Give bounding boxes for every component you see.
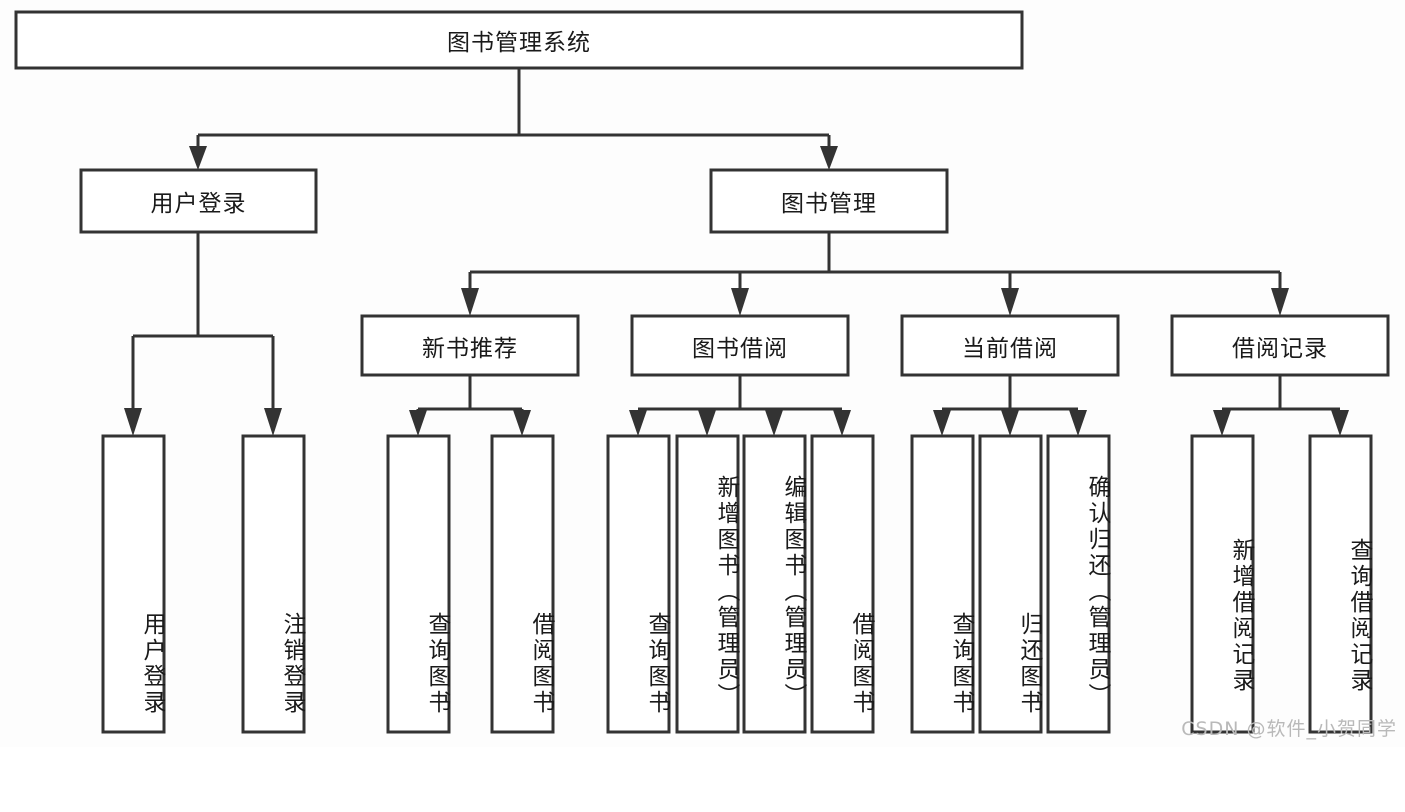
node-box-root[interactable]: [14, 10, 1024, 70]
node-box-leaf-user-login[interactable]: [101, 434, 166, 734]
node-box-leaf-return-book[interactable]: [978, 434, 1043, 734]
node-layer: [14, 10, 1390, 734]
node-box-current-borrow[interactable]: [900, 314, 1120, 377]
diagram-canvas: 图书管理系统 用户登录 图书管理 新书推荐 图书借阅 当前借阅 借阅记录 用户登…: [14, 10, 1397, 740]
node-box-book-borrow[interactable]: [630, 314, 850, 377]
arrow-head-borrow-record: [1271, 288, 1289, 316]
node-box-new-book-recommend[interactable]: [360, 314, 580, 377]
node-box-leaf-borrow-book-1[interactable]: [490, 434, 555, 734]
node-box-leaf-add-book[interactable]: [675, 434, 740, 734]
arrow-head-leaf-user-login: [124, 408, 142, 436]
node-box-leaf-query-book-3[interactable]: [910, 434, 975, 734]
node-box-leaf-borrow-book-2[interactable]: [810, 434, 875, 734]
node-box-leaf-edit-book[interactable]: [742, 434, 807, 734]
arrow-head-leaf-edit-book: [765, 410, 783, 436]
arrow-head-leaf-query-book-3: [933, 410, 951, 436]
arrow-head-user-login: [189, 146, 207, 170]
node-box-borrow-record[interactable]: [1170, 314, 1390, 377]
connector-layer: [124, 68, 1349, 436]
node-box-leaf-query-record[interactable]: [1308, 434, 1373, 734]
arrow-head-new-book-recommend: [461, 288, 479, 316]
arrow-head-leaf-add-record: [1213, 410, 1231, 436]
arrow-head-current-borrow: [1001, 288, 1019, 316]
arrow-head-leaf-query-book-1: [409, 410, 427, 436]
arrow-head-book-manage: [820, 146, 838, 170]
arrow-head-leaf-borrow-book-2: [833, 410, 851, 436]
arrow-head-leaf-confirm-return: [1069, 410, 1087, 436]
arrow-head-book-borrow: [731, 288, 749, 316]
node-box-leaf-query-book-2[interactable]: [606, 434, 671, 734]
arrow-head-leaf-return-book: [1001, 410, 1019, 436]
node-box-user-login[interactable]: [79, 168, 318, 234]
arrow-head-leaf-borrow-book-1: [513, 410, 531, 436]
node-box-leaf-add-record[interactable]: [1190, 434, 1255, 734]
node-box-leaf-confirm-return[interactable]: [1046, 434, 1111, 734]
node-box-leaf-logout[interactable]: [241, 434, 306, 734]
arrow-head-leaf-query-record: [1331, 410, 1349, 436]
diagram-svg: [14, 10, 1390, 734]
arrow-head-leaf-query-book-2: [629, 410, 647, 436]
arrow-head-leaf-add-book: [698, 410, 716, 436]
node-box-book-manage[interactable]: [709, 168, 949, 234]
node-box-leaf-query-book-1[interactable]: [386, 434, 451, 734]
arrow-head-leaf-logout: [264, 408, 282, 436]
